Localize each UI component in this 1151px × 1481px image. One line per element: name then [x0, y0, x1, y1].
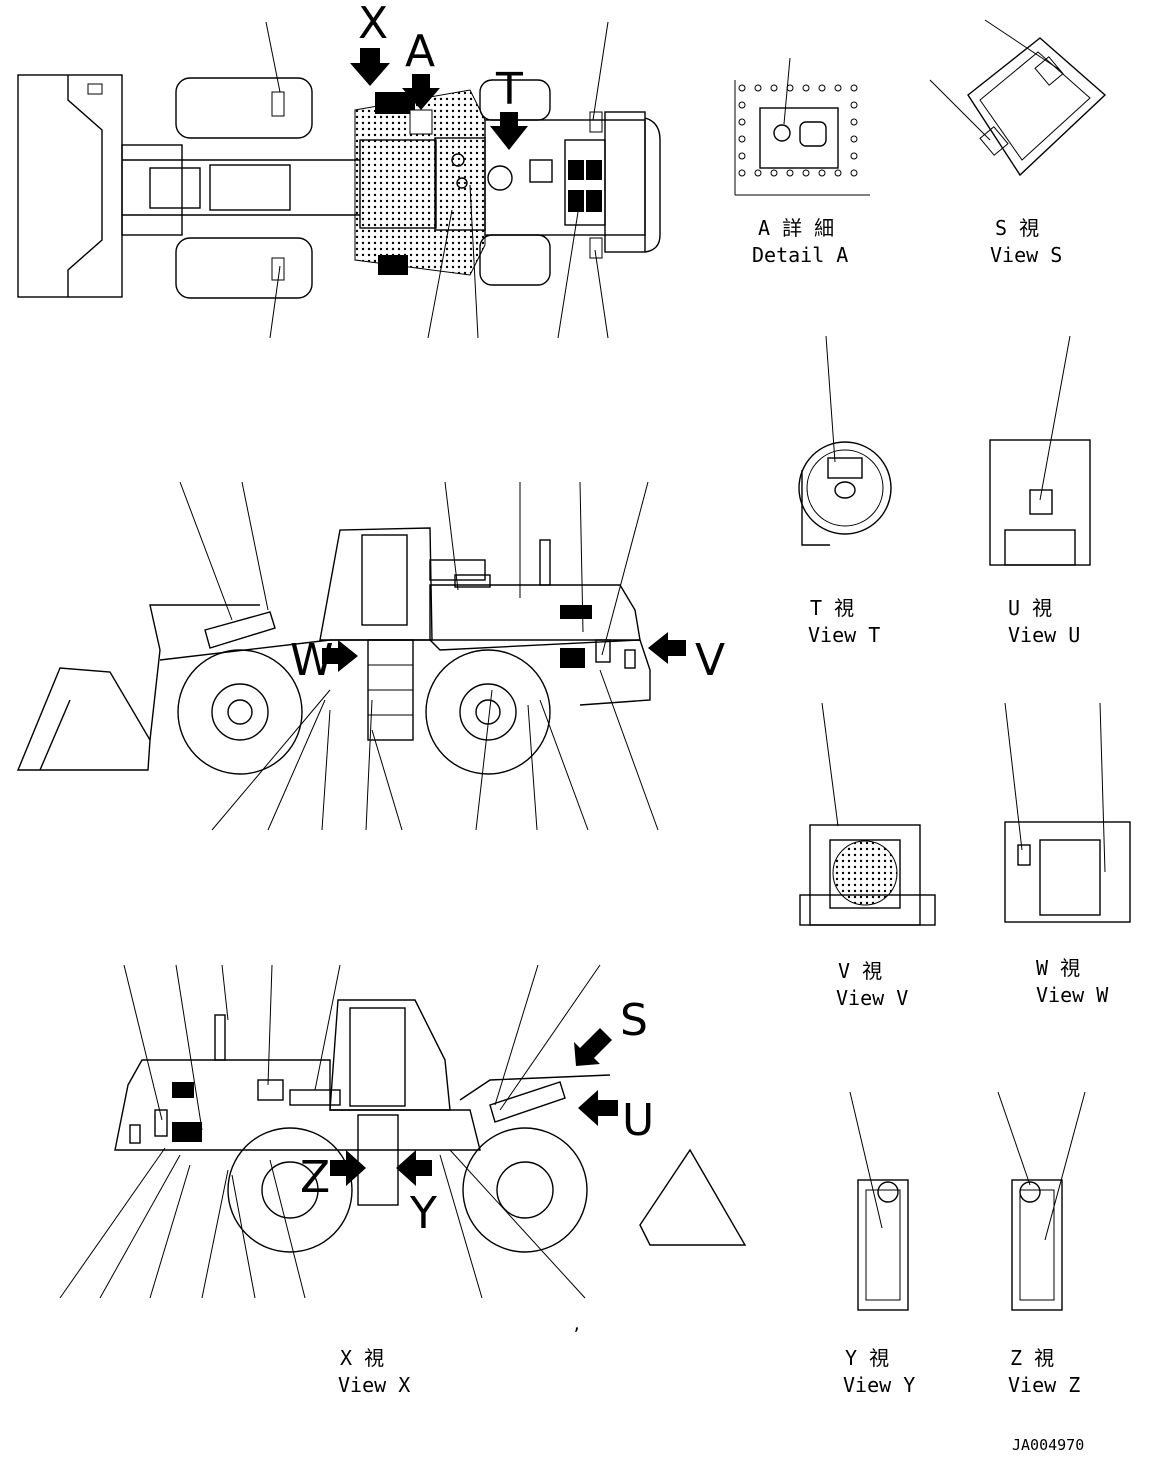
arrow-label-s: S	[620, 995, 648, 1046]
detail-a-bolt-hole	[738, 135, 746, 143]
detail-a-bolt-hole	[834, 169, 842, 177]
view-t-label-en: View T	[808, 623, 880, 647]
detail-a-bolt-hole	[738, 101, 746, 109]
detail-a-bolt-hole	[754, 169, 762, 177]
view-z-label-jp: Z 視	[1010, 1346, 1054, 1370]
view-u-label-jp: U 視	[1008, 596, 1052, 620]
view-z-drawing	[997, 1091, 1086, 1311]
arrow-label-v: V	[695, 635, 725, 686]
view-x-label-jp: X 視	[340, 1346, 384, 1370]
arrow-label-a: A	[405, 26, 435, 77]
detail-a-bolt-hole	[818, 84, 826, 92]
detail-a-bolt-hole	[770, 84, 778, 92]
detail-a-bolt-hole	[754, 84, 762, 92]
detail-a-drawing	[734, 57, 870, 196]
detail-a-bolt-hole	[802, 84, 810, 92]
arrow-label-y: Y	[409, 1188, 437, 1239]
detail-a-bolt-hole	[738, 152, 746, 160]
side-view-left	[16, 481, 686, 831]
view-x-label-en: View X	[338, 1373, 410, 1397]
detail-a-bolt-hole	[802, 169, 810, 177]
detail-a-bolt-hole	[738, 118, 746, 126]
detail-a-bolt-hole	[738, 169, 746, 177]
view-s-drawing	[929, 19, 1107, 177]
view-u-label-en: View U	[1008, 623, 1080, 647]
detail-a-bolt-hole	[770, 169, 778, 177]
detail-a-bolt-hole	[786, 84, 794, 92]
detail-a-bolt-hole	[786, 169, 794, 177]
view-t-label-jp: T 視	[810, 596, 854, 620]
view-w-drawing	[1004, 702, 1131, 923]
view-w-label-en: View W	[1036, 983, 1109, 1007]
detail-a-bolt-hole	[850, 101, 858, 109]
detail-a-label-en: Detail A	[752, 243, 848, 267]
arrow-label-z: Z	[300, 1152, 330, 1203]
detail-a-bolt-hole	[818, 169, 826, 177]
view-v-drawing	[799, 702, 936, 926]
detail-a-bolt-hole	[850, 118, 858, 126]
view-y-label-jp: Y 視	[845, 1346, 889, 1370]
view-s-label-jp: S 視	[995, 216, 1039, 240]
view-v-label-jp: V 視	[838, 959, 882, 983]
arrow-label-t: T	[495, 64, 523, 115]
detail-a-bolt-hole	[850, 135, 858, 143]
detail-a-bolt-hole	[738, 84, 746, 92]
detail-a-bolt-hole	[850, 152, 858, 160]
view-y-drawing	[849, 1091, 909, 1311]
arrow-label-x: X	[358, 0, 388, 49]
detail-a-label-jp: A 詳 細	[758, 216, 834, 240]
detail-a-bolt-hole	[850, 169, 858, 177]
drawing-number: JA004970	[1012, 1436, 1084, 1454]
view-s-label-en: View S	[990, 243, 1062, 267]
view-u-drawing	[989, 335, 1091, 566]
view-v-label-en: View V	[836, 986, 908, 1010]
detail-a-bolt-hole	[850, 84, 858, 92]
detail-a-bolt-hole	[834, 84, 842, 92]
view-z-label-en: View Z	[1008, 1373, 1080, 1397]
view-y-label-en: View Y	[843, 1373, 915, 1397]
arrow-label-w: W	[290, 635, 334, 686]
top-view-loader	[17, 21, 661, 339]
view-t-drawing	[798, 335, 892, 546]
stray-mark: ,	[572, 1315, 582, 1334]
arrow-label-u: U	[622, 1095, 654, 1146]
side-view-right	[59, 964, 747, 1299]
view-w-label-jp: W 視	[1036, 956, 1080, 980]
